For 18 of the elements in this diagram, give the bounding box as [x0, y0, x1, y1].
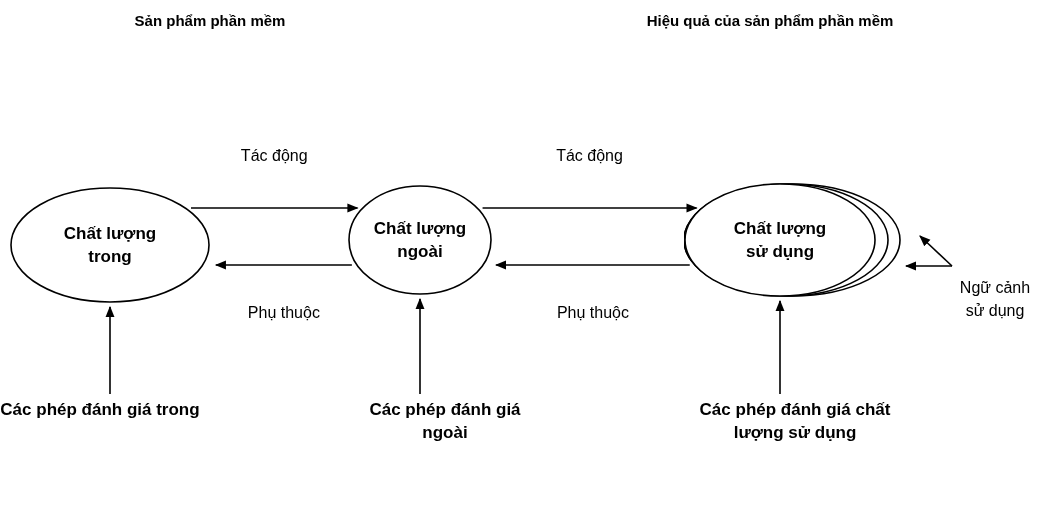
arrow	[775, 299, 785, 395]
measure-label: Các phép đánh giá trong	[0, 399, 200, 421]
arrow	[105, 305, 115, 395]
node-label: Chất lượng sử dụng	[732, 218, 828, 263]
heading: Sản phẩm phần mềm	[133, 11, 287, 31]
arrow	[415, 297, 425, 395]
measure-label: Các phép đánh giá chất lượng sử dụng	[698, 399, 892, 444]
arrow	[481, 203, 698, 213]
arrow	[919, 235, 953, 267]
arrow	[214, 260, 353, 270]
arrow	[904, 261, 953, 271]
arrow	[190, 203, 359, 213]
measure-label: Các phép đánh giá ngoài	[368, 399, 522, 444]
node-label: Chất lượng ngoài	[372, 218, 468, 263]
node-label: Chất lượng trong	[62, 223, 158, 268]
arrow	[495, 260, 691, 270]
heading: Hiệu quả của sản phẩm phần mềm	[645, 11, 895, 31]
context-label: Ngữ cảnh sử dụng	[958, 278, 1032, 321]
